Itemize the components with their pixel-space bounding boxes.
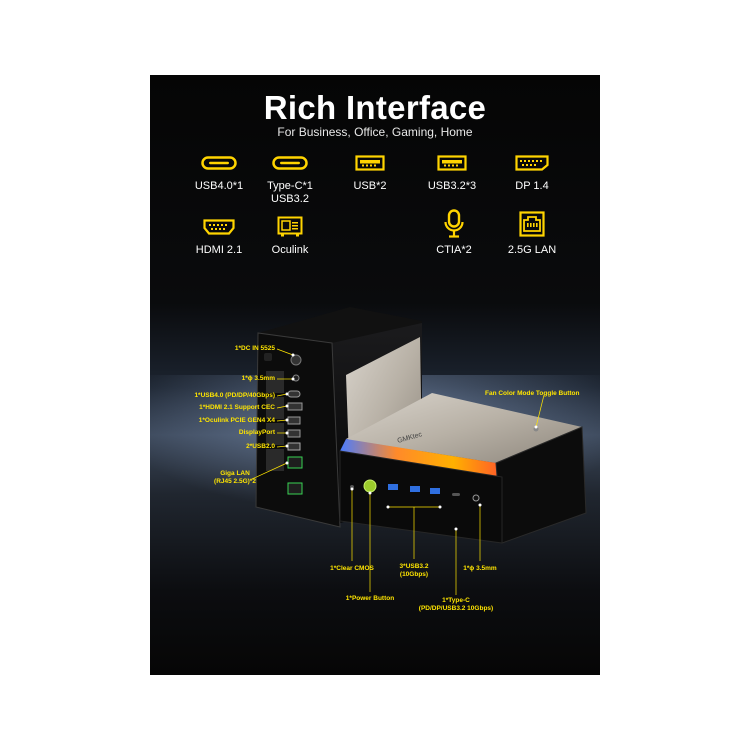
callout-lines	[251, 348, 545, 595]
port-usb-label: USB*2	[353, 180, 387, 192]
page-title: Rich Interface	[263, 89, 487, 126]
page-subtitle: For Business, Office, Gaming, Home	[277, 125, 473, 139]
callout-oculink: 1*Oculink PCIE GEN4 X4	[198, 417, 275, 424]
promo-panel: Rich Interface For Business, Office, Gam…	[150, 75, 600, 675]
port-dp-label: DP 1.4	[515, 180, 549, 192]
callout-front-audio: 1*ϕ 3.5mm	[463, 565, 497, 572]
callout-lan-line1: Giga LAN	[220, 470, 250, 477]
dc-in-port	[290, 354, 302, 366]
callout-lan: Giga LAN (RJ45 2.5G)*2	[205, 470, 265, 486]
callout-usb32: 3*USB3.2 (10Gbps)	[386, 563, 442, 579]
usb-a-icon	[437, 155, 467, 171]
port-oculink-label: Oculink	[271, 244, 309, 256]
port-dp: DP 1.4	[500, 149, 564, 193]
port-oculink: Oculink	[258, 213, 322, 257]
port-usb32-label: USB3.2*3	[427, 180, 477, 192]
port-hdmi-label: HDMI 2.1	[195, 244, 243, 256]
port-hdmi: HDMI 2.1	[187, 213, 251, 257]
usb-c-icon	[201, 156, 237, 170]
callout-usb4: 1*USB4.0 (PD/DP/40Gbps)	[194, 392, 275, 399]
displayport-icon	[515, 155, 549, 171]
usb32-port-2	[410, 486, 420, 492]
port-usb32: USB3.2*3	[416, 149, 488, 193]
port-typec: Type-C*1 USB3.2	[258, 149, 322, 206]
callout-usb32-line2: (10Gbps)	[399, 571, 429, 578]
callout-dc-in: 1*DC IN 5525	[234, 345, 275, 352]
callout-usb2: 2*USB2.0	[246, 443, 275, 450]
mini-pc-illustration: GMKtec	[255, 307, 587, 544]
port-typec-label: Type-C*1	[267, 180, 313, 192]
lan-port-2	[287, 482, 303, 495]
port-typec-label-2: USB3.2	[271, 193, 309, 205]
typec-port	[452, 493, 460, 496]
usb-c-icon	[272, 156, 308, 170]
usb-a-icon	[355, 155, 385, 171]
front-unit: GMKtec	[339, 393, 587, 544]
callout-fan-toggle: Fan Color Mode Toggle Button	[485, 390, 580, 397]
usb32-port-3	[430, 488, 440, 494]
oculink-icon	[277, 216, 303, 237]
port-usb4-label: USB4.0*1	[194, 180, 244, 192]
microphone-icon	[444, 209, 464, 238]
callout-typec-line1: 1*Type-C	[442, 597, 470, 604]
usb32-port-1	[388, 484, 398, 490]
kensington-slot	[264, 353, 272, 361]
port-lan-label: 2.5G LAN	[507, 244, 557, 256]
ethernet-icon	[519, 211, 545, 237]
front-audio-jack	[472, 494, 480, 502]
callout-typec: 1*Type-C (PD/DP/USB3.2 10Gbps)	[412, 597, 500, 613]
callout-rear-audio: 1*ϕ 3.5mm	[241, 375, 275, 382]
port-usb: USB*2	[338, 149, 402, 193]
port-ctia: CTIA*2	[422, 207, 486, 257]
port-usb4: USB4.0*1	[187, 149, 251, 193]
port-ctia-label: CTIA*2	[436, 244, 472, 256]
callout-clear-cmos: 1*Clear CMOS	[330, 565, 374, 572]
callout-displayport: DisplayPort	[238, 429, 275, 436]
callout-usb32-line1: 3*USB3.2	[399, 563, 429, 570]
port-lan: 2.5G LAN	[500, 207, 564, 257]
callout-hdmi: 1*HDMI 2.1 Support CEC	[199, 404, 275, 411]
hdmi-icon	[203, 219, 235, 235]
callout-power: 1*Power Button	[345, 595, 395, 602]
callout-typec-line2: (PD/DP/USB3.2 10Gbps)	[418, 605, 494, 612]
callout-lan-line2: (RJ45 2.5G)*2	[214, 478, 256, 485]
